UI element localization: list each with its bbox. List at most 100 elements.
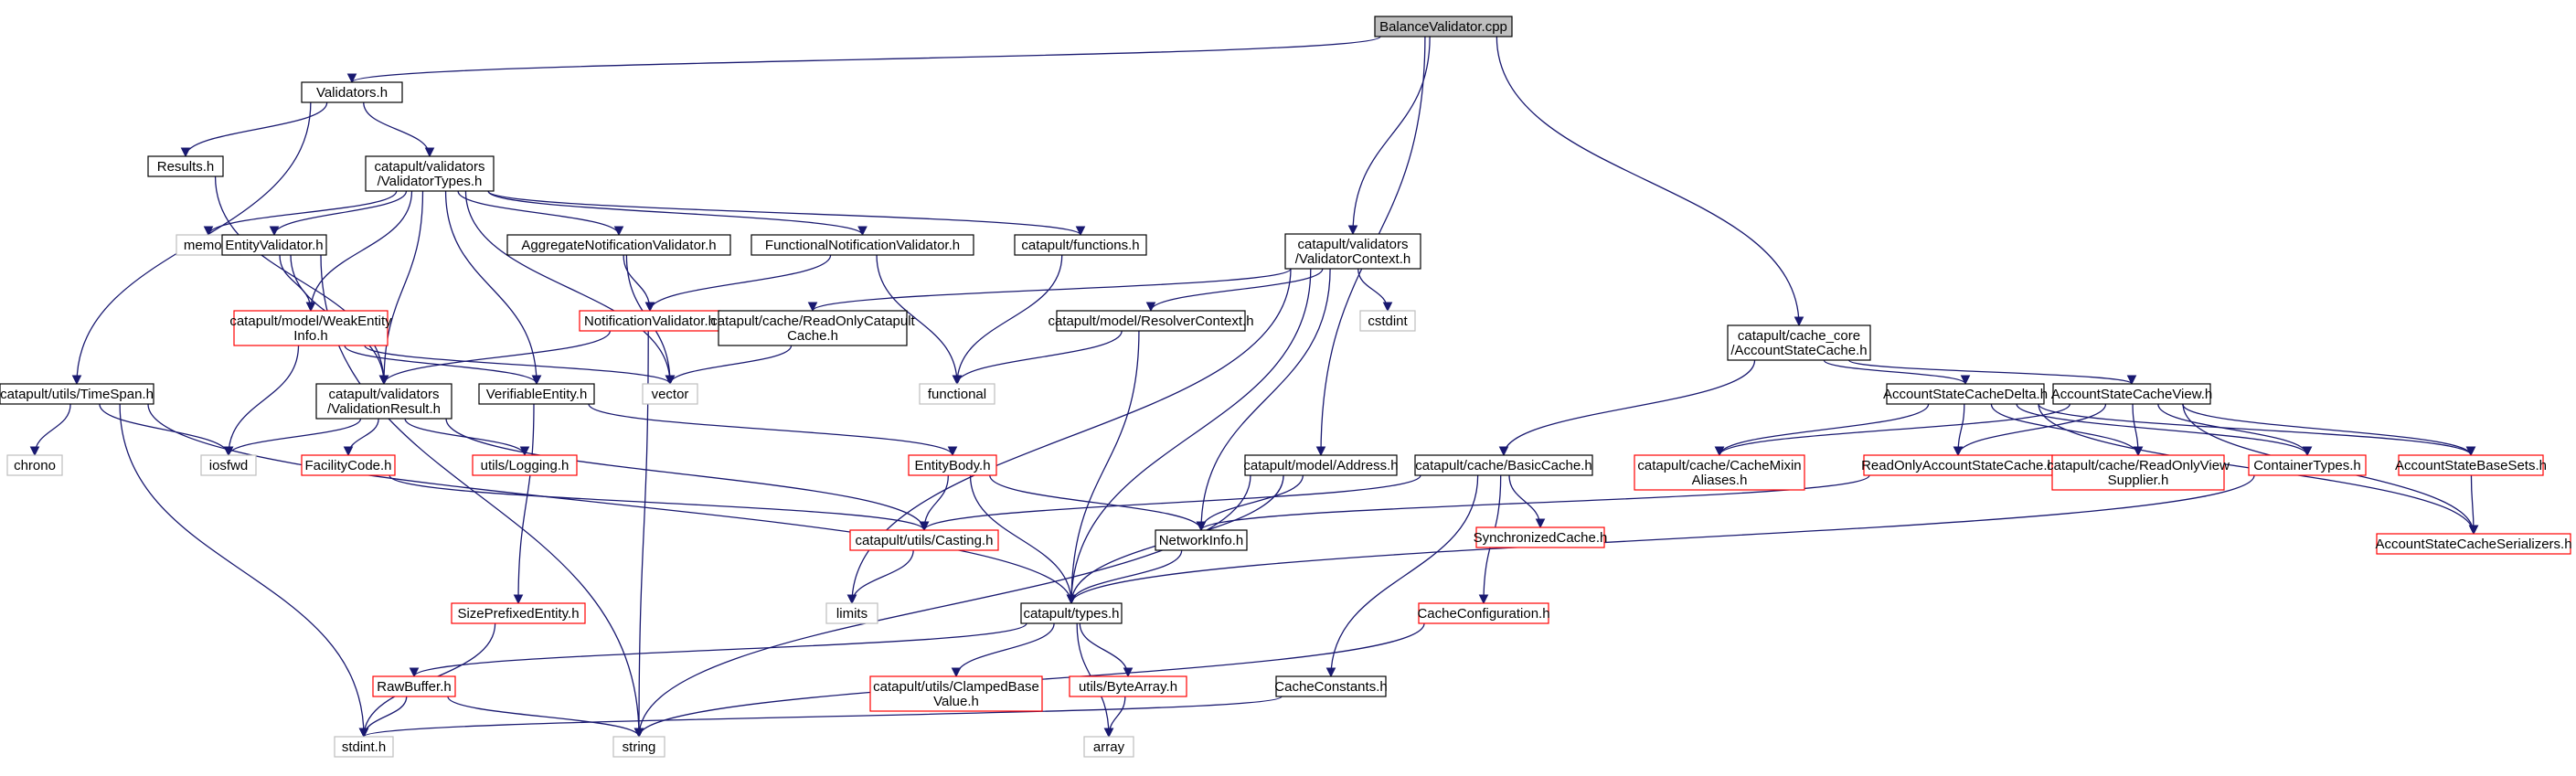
node-label-cstdint: cstdint <box>1368 314 1408 329</box>
arrowhead-readonlycatapult <box>807 302 818 313</box>
node-label-weakentity: catapult/model/WeakEntity <box>229 314 392 329</box>
node-synchronizedcache[interactable]: SynchronizedCache.h <box>1474 526 1608 548</box>
node-notificationvalidator[interactable]: NotificationValidator.h <box>579 310 721 332</box>
node-label-sizeprefixedentity: SizePrefixedEntity.h <box>457 606 579 622</box>
node-resolvercontext[interactable]: catapult/model/ResolverContext.h <box>1048 310 1254 332</box>
node-validators_h[interactable]: Validators.h <box>301 81 403 103</box>
edge-timespan-to-types <box>147 403 1072 604</box>
node-functional: functional <box>919 383 995 405</box>
node-validatortypes[interactable]: catapult/validators/ValidatorTypes.h <box>365 155 495 192</box>
edge-validatortypes-to-verifiableentity <box>444 190 538 385</box>
node-accountstatecacheview[interactable]: AccountStateCacheView.h <box>2051 383 2213 405</box>
arrowhead-validatortypes <box>424 147 435 158</box>
edge-accountstatecachedelta-to-accountstatebasesets <box>2038 403 2472 456</box>
node-label-validationresult: /ValidationResult.h <box>327 401 441 417</box>
node-types[interactable]: catapult/types.h <box>1020 602 1123 624</box>
edge-types-to-rawbuffer <box>413 622 1027 677</box>
edge-containertypes-to-types <box>1070 474 2255 604</box>
node-verifiableentity[interactable]: VerifiableEntity.h <box>478 383 595 405</box>
edge-functionalnv-to-notificationvalidator <box>649 254 832 312</box>
node-box-sizeprefixedentity <box>451 602 586 624</box>
node-string: string <box>612 736 665 758</box>
node-array: array <box>1083 736 1134 758</box>
node-box-weakentity <box>233 310 389 346</box>
node-readonlyaccountstatecache[interactable]: ReadOnlyAccountStateCache.h <box>1861 454 2055 476</box>
node-facilitycode[interactable]: FacilityCode.h <box>301 454 396 476</box>
arrowhead-containertypes <box>2302 446 2313 457</box>
node-label-cache_core: catapult/cache_core <box>1738 328 1860 344</box>
node-cacheconstants[interactable]: CacheConstants.h <box>1274 675 1388 697</box>
arrowhead-accountstatecacheview <box>2126 375 2137 386</box>
node-address[interactable]: catapult/model/Address.h <box>1243 454 1399 476</box>
node-label-resolvercontext: catapult/model/ResolverContext.h <box>1048 314 1253 329</box>
node-timespan[interactable]: catapult/utils/TimeSpan.h <box>0 383 154 405</box>
node-basiccache[interactable]: catapult/cache/BasicCache.h <box>1414 454 1593 476</box>
node-limits: limits <box>825 602 878 624</box>
node-cacheconfiguration[interactable]: CacheConfiguration.h <box>1417 602 1550 624</box>
node-containertypes[interactable]: ContainerTypes.h <box>2248 454 2367 476</box>
node-label-networkinfo: NetworkInfo.h <box>1159 533 1244 548</box>
edge-entitybody-to-networkinfo <box>989 474 1202 531</box>
node-bytearray[interactable]: utils/ByteArray.h <box>1069 675 1187 697</box>
edge-notificationvalidator-to-validationresult <box>383 330 611 385</box>
edge-resolvercontext-to-functional <box>956 330 1123 385</box>
arrowhead-results_h <box>180 147 191 158</box>
node-cache_core[interactable]: catapult/cache_core/AccountStateCache.h <box>1727 324 1871 361</box>
node-box-clampedbase <box>869 675 1043 712</box>
node-results_h[interactable]: Results.h <box>147 155 224 177</box>
node-accountstatecachedelta[interactable]: AccountStateCacheDelta.h <box>1883 383 2048 405</box>
node-box-functions_h <box>1014 234 1147 256</box>
node-label-verifiableentity: VerifiableEntity.h <box>486 387 588 402</box>
node-label-cachemixin: catapult/cache/CacheMixin <box>1637 458 1801 473</box>
node-label-root: BalanceValidator.cpp <box>1379 19 1507 35</box>
arrowhead-networkinfo <box>1196 521 1207 532</box>
edge-resolvercontext-to-types <box>1070 330 1140 604</box>
node-box-entityvalidator <box>221 234 327 256</box>
node-box-cstdint <box>1359 310 1416 332</box>
node-box-cachemixin <box>1634 454 1805 491</box>
node-box-vector <box>642 383 698 405</box>
node-box-logging <box>472 454 578 476</box>
node-entitybody[interactable]: EntityBody.h <box>908 454 997 476</box>
node-root[interactable]: BalanceValidator.cpp <box>1374 16 1513 37</box>
node-label-functional: functional <box>928 387 986 402</box>
arrowhead-validatorcontext <box>1347 225 1358 236</box>
node-label-accountstatecacheserializers: AccountStateCacheSerializers.h <box>2375 537 2571 552</box>
node-vector: vector <box>642 383 698 405</box>
node-validatorcontext[interactable]: catapult/validators/ValidatorContext.h <box>1284 233 1421 270</box>
edge-readonlycatapult-to-vector <box>669 345 793 385</box>
node-validationresult[interactable]: catapult/validators/ValidationResult.h <box>315 383 452 420</box>
node-box-casting <box>849 529 999 551</box>
node-label-cachemixin: Aliases.h <box>1692 473 1748 488</box>
node-sizeprefixedentity[interactable]: SizePrefixedEntity.h <box>451 602 586 624</box>
node-logging[interactable]: utils/Logging.h <box>472 454 578 476</box>
node-functions_h[interactable]: catapult/functions.h <box>1014 234 1147 256</box>
node-functionalnv[interactable]: FunctionalNotificationValidator.h <box>750 234 974 256</box>
node-box-synchronizedcache <box>1475 526 1605 548</box>
node-accountstatebasesets[interactable]: AccountStateBaseSets.h <box>2395 454 2547 476</box>
node-label-vector: vector <box>652 387 689 402</box>
node-aggregatenv[interactable]: AggregateNotificationValidator.h <box>506 234 731 256</box>
node-casting[interactable]: catapult/utils/Casting.h <box>849 529 999 551</box>
node-label-functions_h: catapult/functions.h <box>1021 238 1139 253</box>
node-box-accountstatecachedelta <box>1886 383 2045 405</box>
node-networkinfo[interactable]: NetworkInfo.h <box>1155 529 1248 551</box>
node-rawbuffer[interactable]: RawBuffer.h <box>372 675 456 697</box>
node-box-basiccache <box>1414 454 1593 476</box>
node-box-rawbuffer <box>372 675 456 697</box>
node-box-resolvercontext <box>1056 310 1246 332</box>
arrowhead-validators_h <box>346 73 357 84</box>
node-accountstatecacheserializers[interactable]: AccountStateCacheSerializers.h <box>2375 533 2572 555</box>
node-label-logging: utils/Logging.h <box>481 458 569 473</box>
node-stdint: stdint.h <box>334 736 394 758</box>
node-label-validatortypes: /ValidatorTypes.h <box>378 174 483 189</box>
node-entityvalidator[interactable]: EntityValidator.h <box>221 234 327 256</box>
arrowhead-address <box>1315 446 1326 457</box>
arrowhead-functions_h <box>1075 226 1086 237</box>
node-box-cacheconfiguration <box>1418 602 1549 624</box>
